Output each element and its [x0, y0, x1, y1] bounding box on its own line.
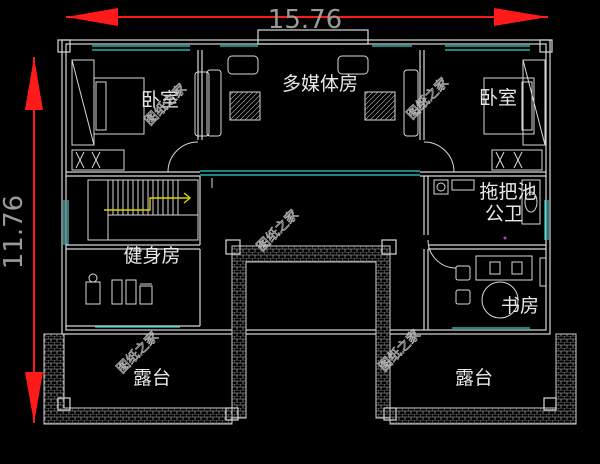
courtyard-railing — [225, 239, 397, 419]
top-dimension-line — [66, 8, 548, 26]
outer-walls — [57, 29, 553, 335]
left-dimension-line — [25, 57, 43, 423]
interior-walls — [66, 50, 546, 330]
watermark-2: 图纸之家 — [404, 75, 452, 123]
room-label-public-wc: 公卫 — [485, 203, 523, 225]
room-label-gym: 健身房 — [123, 245, 180, 267]
room-label-study: 书房 — [501, 295, 539, 317]
right-bedroom-furniture — [483, 59, 546, 171]
room-label-mop-pool: 拖把池 — [479, 181, 536, 203]
gym-equipment — [85, 273, 153, 305]
height-dimension-label: 11.76 — [0, 195, 29, 269]
room-label-terrace-left: 露台 — [133, 367, 171, 389]
wc-fixtures — [433, 179, 541, 240]
staircase — [87, 179, 199, 241]
room-label-bedroom-right: 卧室 — [479, 87, 517, 109]
left-terrace — [43, 333, 239, 425]
room-label-multimedia: 多媒体房 — [282, 73, 358, 95]
top-windows — [63, 45, 549, 245]
right-terrace — [383, 333, 577, 425]
room-label-terrace-right: 露台 — [455, 367, 493, 389]
left-bedroom-furniture — [71, 59, 210, 171]
multimedia-furniture — [206, 55, 419, 137]
study-furniture — [455, 255, 547, 319]
room-label-bedroom-left: 卧室 — [141, 89, 179, 111]
